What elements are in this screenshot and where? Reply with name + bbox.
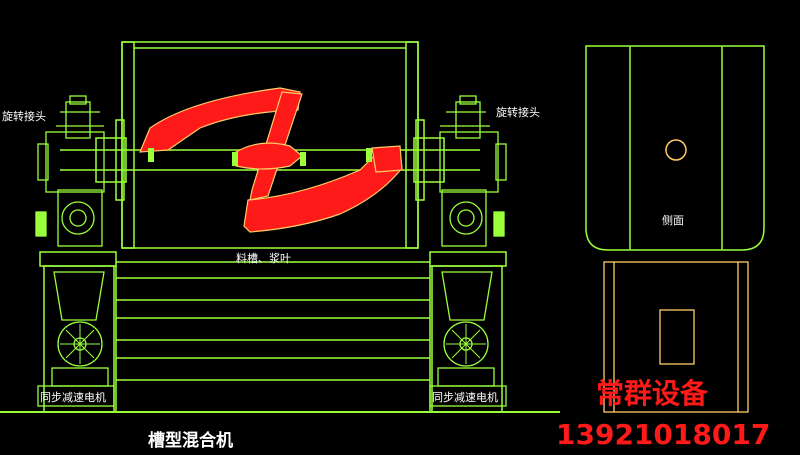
diagram-title: 槽型混合机 bbox=[148, 431, 233, 451]
right-motor bbox=[437, 271, 495, 387]
rotary-joint-label-right: 旋转接头 bbox=[496, 106, 540, 119]
left-motor bbox=[51, 271, 109, 387]
trough-paddle-label: 料槽、浆叶 bbox=[236, 252, 291, 265]
paddle-bottom bbox=[243, 149, 403, 233]
motor-label-left: 同步减速电机 bbox=[40, 391, 106, 404]
paddle-center-hub bbox=[235, 142, 303, 170]
motor-label-box-left bbox=[37, 385, 115, 407]
side-view-label: 侧面 bbox=[662, 214, 684, 227]
paddle-right-arm bbox=[371, 145, 403, 173]
side-view-base bbox=[603, 261, 749, 413]
trough-body bbox=[115, 41, 425, 249]
motor-label-right: 同步减速电机 bbox=[432, 391, 498, 404]
motor-label-box-right bbox=[429, 385, 507, 407]
paddle-top bbox=[139, 87, 301, 153]
side-view bbox=[585, 45, 765, 251]
brand-phone: 13921018017 bbox=[556, 418, 771, 451]
right-drive-assembly bbox=[439, 95, 507, 247]
left-drive-assembly bbox=[35, 95, 105, 247]
base-frame bbox=[39, 251, 507, 413]
paddle-hub-bolts bbox=[148, 148, 372, 166]
rotary-joint-label-left: 旋转接头 bbox=[2, 110, 46, 123]
paddle-blades bbox=[139, 87, 403, 233]
brand-name: 常群设备 bbox=[596, 377, 709, 410]
